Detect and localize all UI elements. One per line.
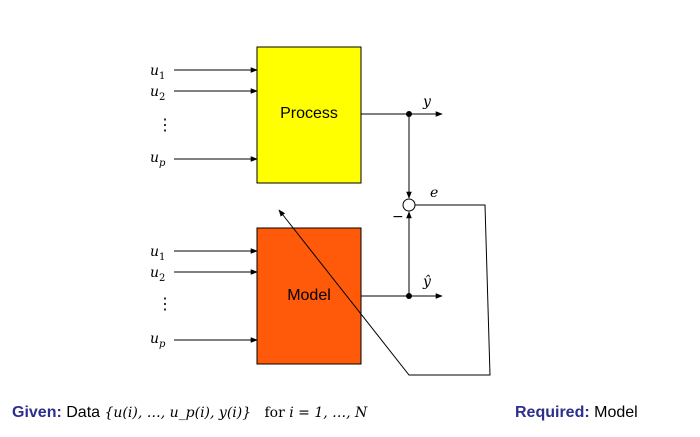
model-label: Model: [287, 287, 331, 304]
process-output-label-y: y: [422, 94, 432, 110]
given-keyword: Given:: [12, 404, 62, 421]
summing-minus-sign: −: [392, 209, 404, 225]
given-formula: {u(i), …, u_p(i), y(i)}: [104, 405, 252, 421]
required-keyword: Required:: [515, 404, 590, 421]
process-label: Process: [280, 105, 338, 122]
required-text: Model: [594, 404, 638, 421]
model-input-vdots: ⋮: [157, 294, 173, 313]
given-statement: Given: Data {u(i), …, u_p(i), y(i)} for …: [12, 404, 367, 422]
summing-junction: [402, 198, 416, 212]
process-input-label-u2: u2: [150, 84, 165, 103]
given-text: Data: [66, 404, 101, 421]
given-range: i = 1, …, N: [289, 405, 368, 421]
process-block: [256, 46, 362, 184]
process-input-label-up: up: [150, 150, 166, 169]
model-input-label-u2: u2: [150, 265, 165, 284]
error-feedback-path: [278, 204, 491, 376]
given-for: for: [264, 405, 285, 421]
required-statement: Required: Model: [515, 404, 638, 422]
error-label-e: e: [430, 185, 438, 201]
process-input-label-u1: u1: [150, 63, 165, 82]
model-input-label-up: up: [150, 331, 166, 350]
model-input-label-u1: u1: [150, 244, 165, 263]
model-output-label-yhat: ŷ: [422, 273, 432, 290]
process-inputs: u1 u2 ⋮ up: [150, 63, 258, 169]
model-inputs: u1 u2 ⋮ up: [150, 244, 258, 350]
model-block: [256, 227, 362, 365]
process-input-vdots: ⋮: [157, 115, 173, 134]
